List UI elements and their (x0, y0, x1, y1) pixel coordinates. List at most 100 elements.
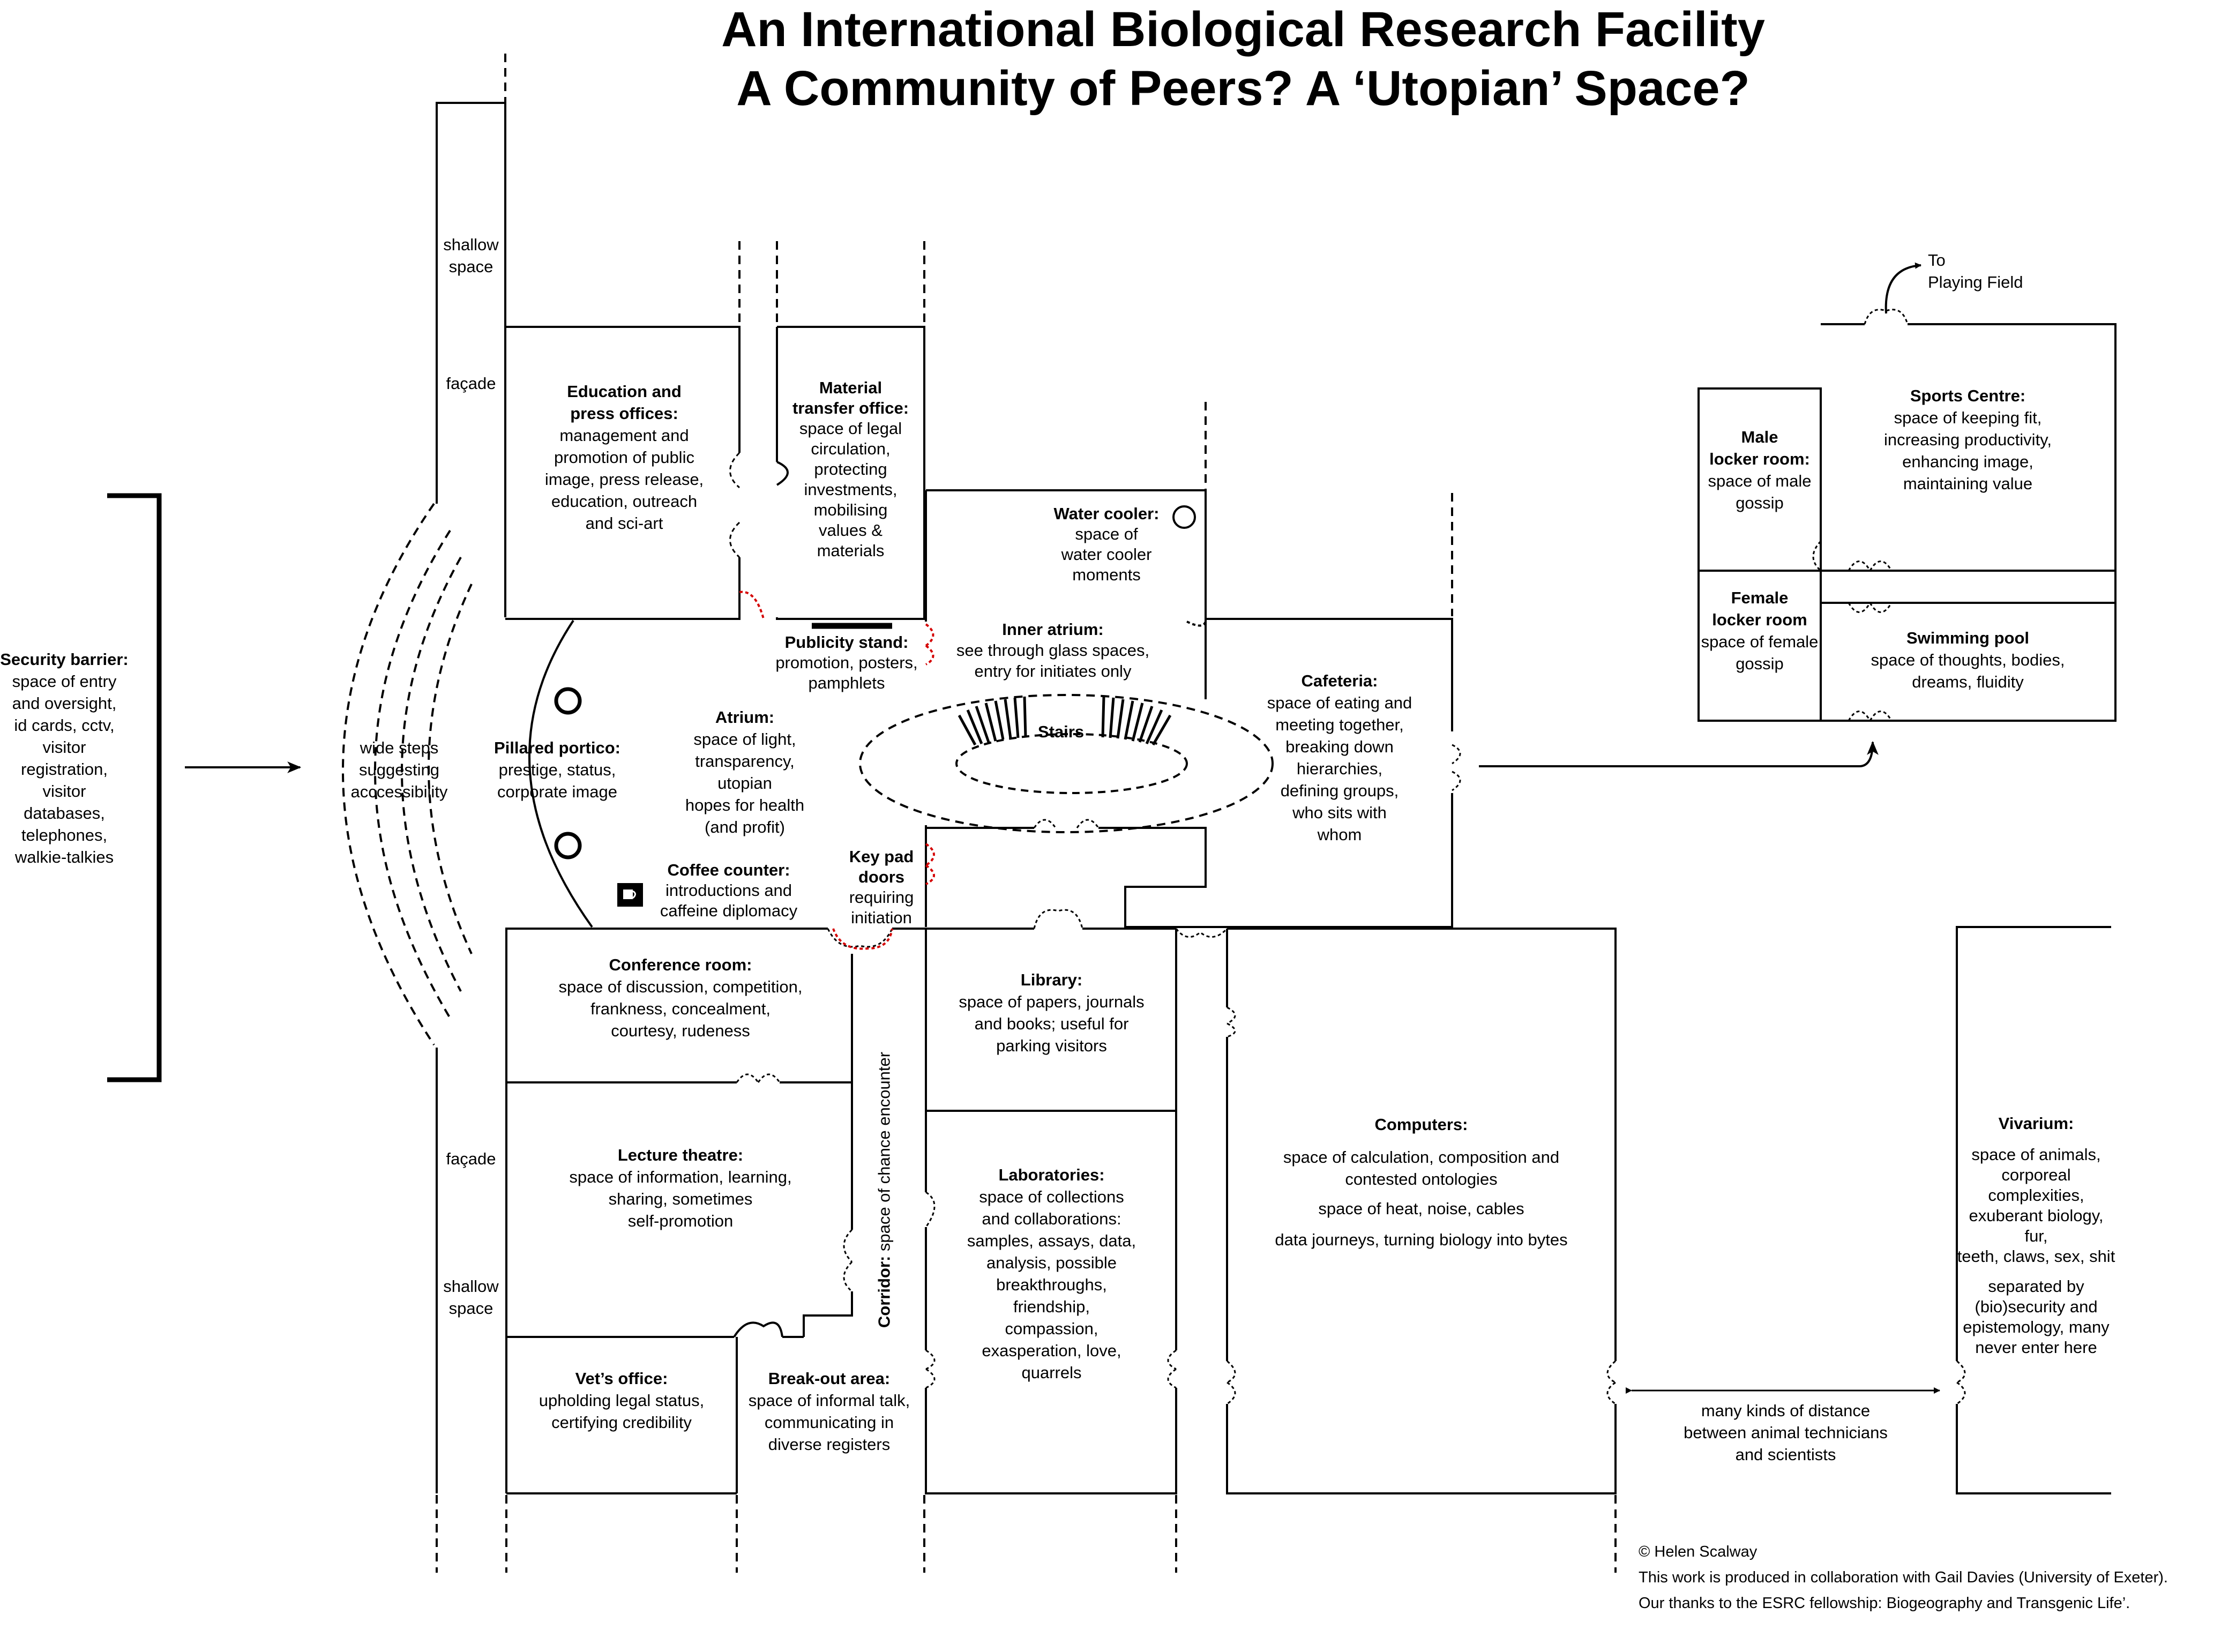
sports-line: enhancing image, (1902, 452, 2033, 471)
vivarium-line: separated by (1988, 1277, 2084, 1296)
water-line: space of (1075, 525, 1138, 543)
breakout-line: space of informal talk, (748, 1391, 910, 1410)
laboratories-line: space of collections (979, 1187, 1124, 1206)
distance-line: between animal technicians (1684, 1423, 1888, 1442)
education-line: management and (559, 426, 689, 445)
laboratories-label: Laboratories: space of collections and c… (927, 1164, 1176, 1384)
water-title: Water cooler: (1053, 504, 1160, 523)
portico-line: corporate image (497, 782, 617, 801)
atrium-line: hopes for health (685, 796, 805, 814)
sports-centre-label: Sports Centre: space of keeping fit, inc… (1822, 385, 2114, 495)
shallow-space-line: space (448, 257, 493, 276)
cafeteria-line: space of eating and (1267, 693, 1412, 712)
vet-title: Vet’s office: (575, 1369, 668, 1388)
pillar (554, 687, 582, 715)
shallow-space-line: shallow (443, 1277, 499, 1296)
vet-line: certifying credibility (551, 1413, 692, 1432)
keypad-title: Key pad (849, 847, 914, 866)
coffee-title: Coffee counter: (667, 861, 790, 879)
publicity-line: pamphlets (808, 674, 885, 692)
water-line: moments (1072, 565, 1141, 584)
atrium-label: Atrium: space of light, transparency, ut… (670, 706, 820, 838)
corridor-text: space of chance encounter (874, 1051, 894, 1256)
lecture-line: sharing, sometimes (608, 1190, 753, 1208)
distance-label: many kinds of distance between animal te… (1648, 1400, 1924, 1466)
cafeteria-title: Cafeteria: (1301, 671, 1378, 690)
shallow-space-label-bottom: shallow space (437, 1275, 505, 1319)
water-cooler-label: Water cooler: space of water cooler mome… (1029, 504, 1184, 585)
sports-line: space of keeping fit, (1894, 408, 2042, 427)
computers-line: data journeys, turning biology into byte… (1275, 1230, 1568, 1249)
laboratories-line: exasperation, love, (982, 1341, 1121, 1360)
distance-line: many kinds of distance (1701, 1401, 1871, 1420)
distance-line: and scientists (1735, 1445, 1836, 1464)
laboratories-line: compassion, (1005, 1319, 1098, 1338)
shallow-space-line: space (448, 1299, 493, 1318)
computers-label: Computers: space of calculation, composi… (1227, 1113, 1616, 1251)
cafeteria-line: whom (1317, 825, 1362, 844)
material-line: space of legal (799, 419, 902, 438)
education-line: image, press release, (544, 470, 704, 489)
education-line: promotion of public (554, 448, 694, 467)
library-line: space of papers, journals (959, 992, 1145, 1011)
security-line: visitor (42, 738, 86, 757)
material-line: materials (817, 541, 885, 560)
male-locker-room-label: Male locker room: space of male gossip (1699, 426, 1821, 514)
laboratories-line: and collaborations: (982, 1209, 1121, 1228)
male-locker-line: gossip (1736, 494, 1784, 512)
education-title: Education and (567, 382, 682, 401)
material-line: protecting (814, 460, 887, 479)
inner-atrium-line: entry for initiates only (974, 662, 1132, 681)
security-bracket (107, 493, 162, 1082)
steps-line: wide steps (360, 738, 439, 757)
publicity-stand-label: Publicity stand: promotion, posters, pam… (761, 632, 932, 693)
coffee-line: caffeine diplomacy (660, 901, 798, 920)
portico-line: prestige, status, (498, 760, 616, 779)
facade-label-top: façade (446, 374, 496, 393)
playing-field-label: To Playing Field (1928, 249, 2067, 293)
security-line: walkie-talkies (14, 848, 114, 866)
female-locker-line: space of female (1701, 632, 1819, 651)
female-locker-line: gossip (1736, 654, 1784, 673)
male-locker-title: Male (1741, 428, 1778, 446)
keypad-title: doors (858, 868, 905, 886)
breakout-line: diverse registers (768, 1435, 891, 1454)
material-office (776, 326, 925, 620)
cafeteria-pool-arrow (1479, 741, 1879, 767)
keypad-line: requiring (849, 888, 914, 907)
shallow-space-label-top: shallow space (437, 234, 505, 278)
material-title: Material (819, 378, 883, 397)
pool-line: dreams, fluidity (1912, 672, 2024, 691)
corridor-title: Corridor: (874, 1255, 894, 1328)
vivarium-line: (bio)security and (1975, 1297, 2098, 1316)
computers-line: space of heat, noise, cables (1318, 1199, 1524, 1218)
publicity-title: Publicity stand: (784, 633, 909, 652)
pillar (554, 832, 582, 859)
stairs-label: Stairs (1018, 721, 1104, 743)
cafeteria-line: breaking down (1285, 737, 1394, 756)
cafeteria-line: hierarchies, (1296, 759, 1383, 778)
wide-steps-label: wide steps suggesting acccessibility (338, 737, 461, 803)
laboratories-line: samples, assays, data, (967, 1231, 1136, 1250)
breakout-line: communicating in (764, 1413, 894, 1432)
portico-arc (528, 619, 593, 928)
material-transfer-label: Material transfer office: space of legal… (777, 378, 924, 561)
library-labs (925, 929, 1177, 1494)
coffee-line: introductions and (665, 881, 792, 900)
swimming-pool-label: Swimming pool space of thoughts, bodies,… (1822, 627, 2114, 693)
laboratories-line: quarrels (1021, 1363, 1082, 1382)
breakout-area-label: Break-out area: space of informal talk, … (737, 1367, 922, 1455)
cafeteria-line: meeting together, (1275, 715, 1404, 734)
atrium-line: space of light, (693, 730, 796, 749)
title-line-2: A Community of Peers? A ‘Utopian’ Space? (736, 61, 1750, 116)
steps-line: suggesting (359, 760, 439, 779)
lecture-line: space of information, learning, (569, 1168, 792, 1186)
pool-title: Swimming pool (1906, 629, 2030, 647)
vivarium-line: exuberant biology, fur, (1969, 1206, 2104, 1245)
male-locker-title: locker room: (1709, 450, 1810, 468)
laboratories-title: Laboratories: (998, 1165, 1105, 1184)
wide-steps (342, 503, 473, 1046)
sports-line: increasing productivity, (1883, 430, 2052, 449)
atrium-line: (and profit) (705, 818, 785, 836)
inner-atrium-title: Inner atrium: (1002, 620, 1104, 639)
